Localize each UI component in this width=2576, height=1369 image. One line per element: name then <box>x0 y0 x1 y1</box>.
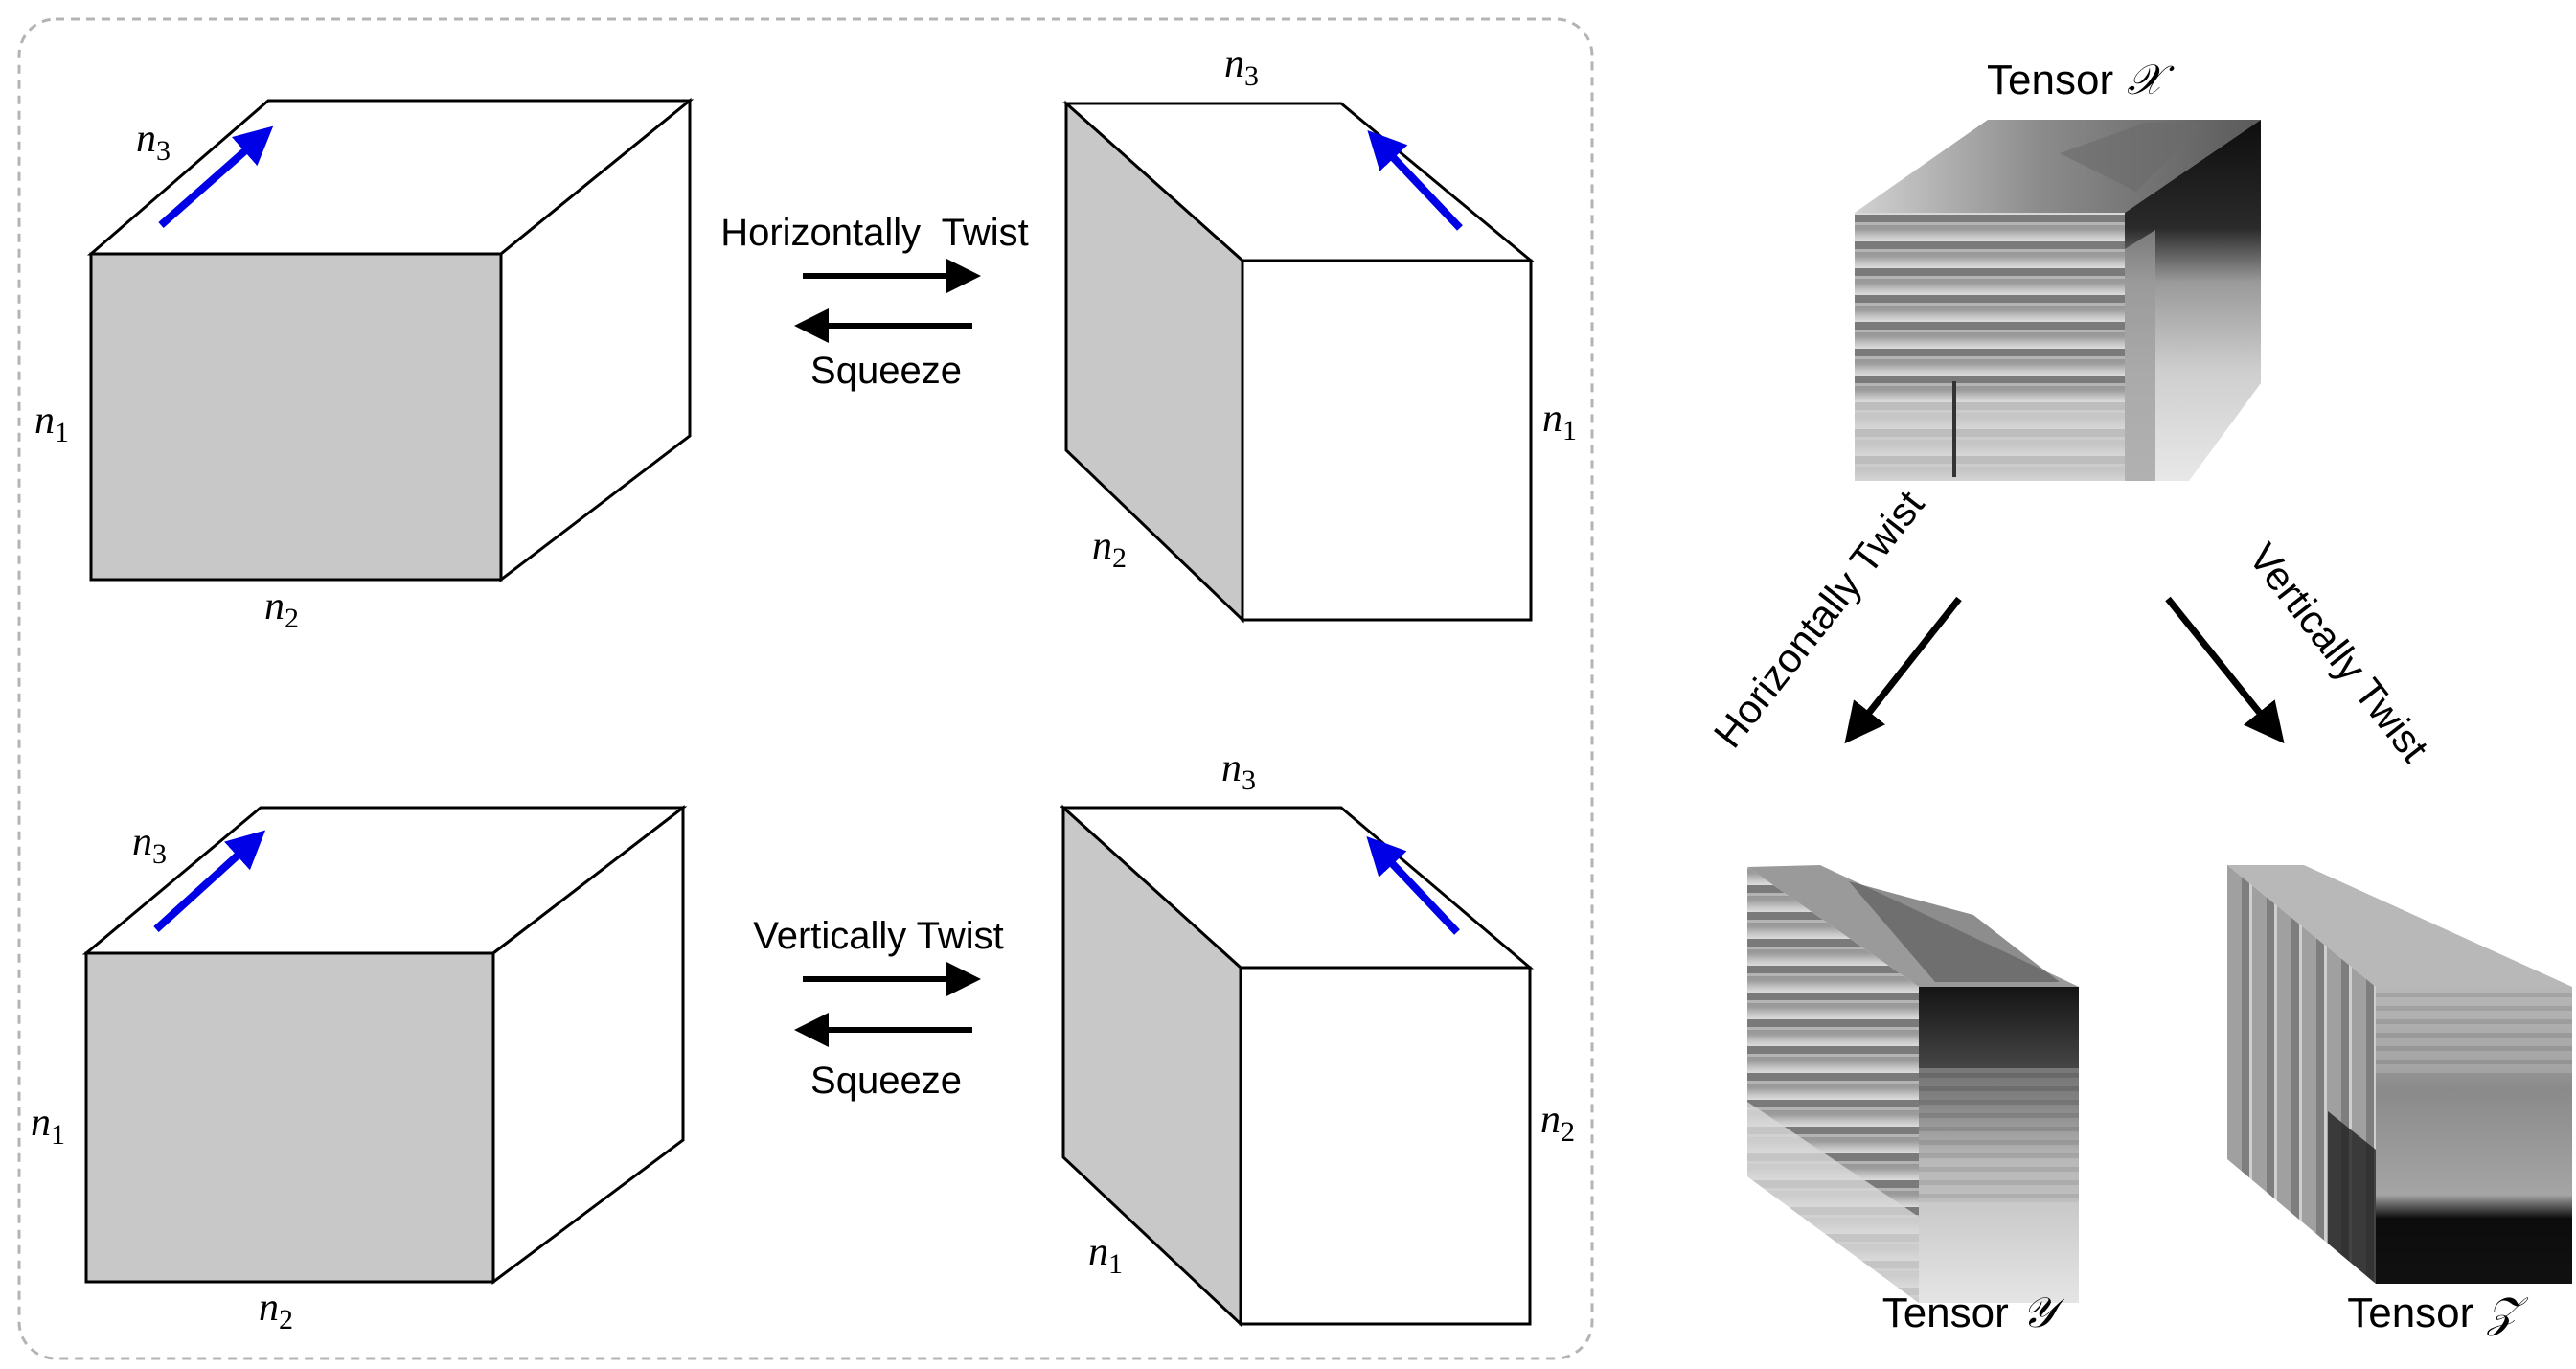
label-n1-bottom-left: n1 <box>31 1101 65 1151</box>
tensor-x-front-haze <box>1855 402 2125 481</box>
label-n2-top-left: n2 <box>264 584 299 634</box>
tensor-x-cube-image <box>1855 120 2261 481</box>
cube-bottom-left <box>81 804 688 1285</box>
horizontally-twist-diagonal-label: Horizontally Twist <box>1705 482 1933 756</box>
label-n3-top-right: n3 <box>1224 42 1259 92</box>
tensor-x-side-highlight <box>2125 230 2155 481</box>
label-n1-bottom-right: n1 <box>1088 1230 1123 1280</box>
squeeze-label-top: Squeeze <box>810 350 962 392</box>
label-n1-top-left: n1 <box>34 399 69 448</box>
tensor-y-top-shadow <box>1849 881 2060 982</box>
cube-front-face <box>1241 259 1533 622</box>
label-n2-bottom-right: n2 <box>1540 1098 1575 1148</box>
tensor-z-cube-image <box>2227 865 2572 1284</box>
vertically-twist-label: Vertically Twist <box>753 915 1004 957</box>
label-n2-bottom-left: n2 <box>259 1286 293 1335</box>
label-n3-bottom-right: n3 <box>1221 746 1256 796</box>
cube-top-right <box>1062 100 1536 624</box>
blue-direction-arrow <box>158 125 274 229</box>
cube-bottom-right <box>1060 804 1535 1328</box>
tensor-y-cube-image <box>1747 865 2079 1303</box>
tensor-x-side-face <box>2125 120 2261 481</box>
blue-direction-arrow <box>1366 836 1460 935</box>
tensor-z-left-dark <box>2328 1111 2376 1284</box>
label-n3-bottom-left: n3 <box>132 820 167 870</box>
cube-front-face <box>84 951 495 1284</box>
horizontally-twist-label: Horizontally Twist <box>720 212 1029 254</box>
tensor-x-top-shadow <box>2060 123 2203 192</box>
cube-front-face <box>1239 966 1532 1326</box>
tensor-y-left-haze <box>1747 1102 1919 1303</box>
label-n2-top-right: n2 <box>1092 524 1127 574</box>
label-n1-top-right: n1 <box>1542 397 1577 446</box>
vertically-twist-diagonal-label: Vertically Twist <box>2240 535 2437 770</box>
cube-top-left <box>86 97 695 583</box>
tensor-z-top-face <box>2227 865 2572 987</box>
blue-direction-arrow <box>1367 130 1463 231</box>
label-n3-top-left: n3 <box>136 117 171 167</box>
arrow-to-tensor-y <box>1844 596 1962 744</box>
cube-front-face <box>89 252 503 582</box>
tensor-z-front-stripes <box>2376 987 2572 1073</box>
blue-direction-arrow <box>153 830 266 932</box>
tensor-y-front-stripes <box>1919 1068 2079 1202</box>
arrow-to-tensor-z <box>2165 596 2285 744</box>
squeeze-label-bottom: Squeeze <box>810 1060 962 1102</box>
